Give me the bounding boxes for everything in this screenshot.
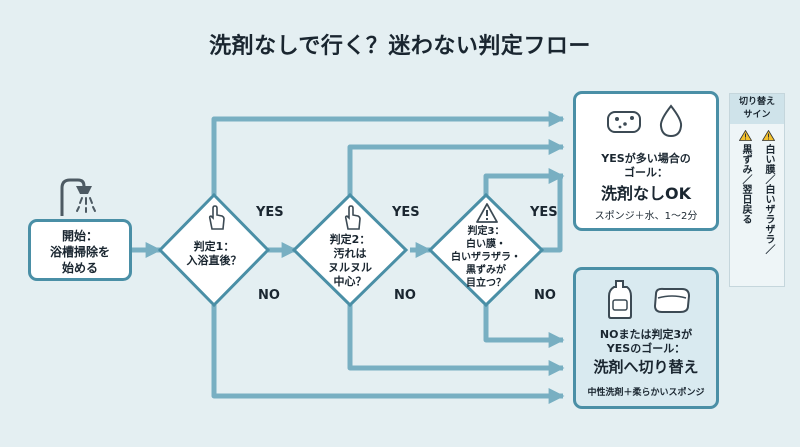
decision-3-line-2: 白い膜・ — [466, 239, 506, 250]
warning-icon — [762, 130, 775, 141]
switch-signs-header-line-2: サイン — [743, 110, 771, 120]
start-line-3: 始める — [61, 261, 98, 275]
decision-3-line-1: 判定3： — [467, 226, 505, 237]
goal-switch-subtext: 中性洗剤＋柔らかいスポンジ — [587, 388, 705, 398]
switch-signs-panel: 切り替え サイン 白い膜／白いザラザラ／ 黒ずみ／翌日戻る — [729, 93, 785, 287]
page-title: 洗剤なしで行く？迷わない判定フロー — [209, 34, 591, 59]
decision-1-line-1: 判定1： — [193, 240, 235, 253]
decision-2-line-4: 中心？ — [333, 275, 367, 288]
decision-diamond-2 — [291, 192, 409, 308]
goal-ok-line-2: ゴール： — [624, 166, 668, 179]
goal-switch-headline: 洗剤へ切り替え — [593, 358, 699, 376]
arrow-d3-no-to-switch — [483, 305, 565, 349]
arrow-d1-top-to-ok — [211, 110, 565, 195]
sponge-icon — [653, 287, 691, 313]
warning-icon — [739, 130, 752, 141]
decision-3-text: 判定3： 白い膜・ 白いザラザラ・ 黒ずみが 目立つ？ — [436, 225, 536, 290]
decision-diamond-3 — [427, 192, 545, 308]
goal-ok-box: YESが多い場合の ゴール： 洗剤なしOK スポンジ＋水、1〜2分 — [573, 91, 719, 231]
goal-switch-box: NOまたは判定3が YESのゴール： 洗剤へ切り替え 中性洗剤＋柔らかいスポンジ — [573, 267, 719, 409]
start-line-2: 浴槽掃除を — [49, 245, 110, 259]
start-line-1: 開始： — [61, 229, 98, 243]
decision-1-text: 判定1： 入浴直後？ — [174, 240, 254, 268]
decision-2-line-3: ヌルヌル — [328, 261, 372, 274]
goal-switch-line-2: YESのゴール： — [606, 342, 686, 355]
decision-3-line-3: 白いザラザラ・ — [451, 252, 521, 263]
goal-switch-line-1: NOまたは判定3が — [599, 328, 693, 341]
sponge-icon — [607, 111, 641, 133]
decision-2-line-1: 判定2： — [329, 233, 371, 246]
decision-3-line-4: 黒ずみが — [466, 265, 506, 276]
detergent-bottle-icon — [608, 280, 632, 319]
start-box: 開始： 浴槽掃除を 始める — [28, 219, 132, 281]
switch-signs-header-line-1: 切り替え — [738, 97, 775, 107]
yes-label-1: YES — [256, 205, 284, 220]
decision-3-line-5: 目立つ？ — [466, 278, 506, 289]
hand-pointer-icon — [208, 205, 225, 230]
goal-ok-headline: 洗剤なしOK — [600, 184, 691, 203]
decision-2-text: 判定2： 汚れは ヌルヌル 中心？ — [310, 233, 390, 289]
shower-icon — [60, 178, 96, 216]
hand-pointer-icon — [344, 205, 361, 230]
warning-icon — [476, 203, 498, 223]
arrow-d2-top-to-ok — [347, 138, 565, 195]
arrow-d2-no-to-switch — [347, 305, 565, 377]
no-label-3: NO — [534, 288, 556, 303]
no-label-2: NO — [394, 288, 416, 303]
decision-2-line-2: 汚れは — [333, 247, 367, 260]
switch-signs-header: 切り替え サイン — [730, 94, 784, 124]
switch-signs-text-2: 黒ずみ／翌日戻る — [740, 144, 751, 224]
switch-signs-text-1: 白い膜／白いザラザラ／ — [763, 144, 774, 254]
no-label-1: NO — [258, 288, 280, 303]
yes-label-3: YES — [530, 205, 558, 220]
decision-diamond-1 — [157, 192, 271, 308]
decision-1-line-2: 入浴直後？ — [186, 254, 242, 267]
yes-label-2: YES — [392, 205, 420, 220]
water-drop-icon — [659, 104, 683, 138]
goal-ok-line-1: YESが多い場合の — [601, 152, 691, 165]
arrow-d1-no-to-switch — [211, 305, 565, 405]
goal-ok-subtext: スポンジ＋水、1〜2分 — [594, 211, 698, 222]
